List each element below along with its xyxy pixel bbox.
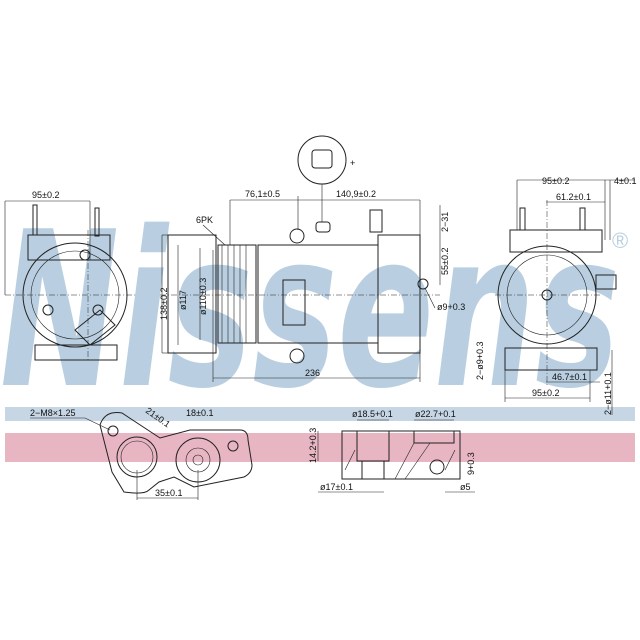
port-thread-dim: 2−31 xyxy=(440,212,450,232)
bore-c-dim: ø17±0.1 xyxy=(320,482,353,492)
front-offset-dim: 76,1±0.5 xyxy=(245,189,280,199)
pulley-diameter-dim: ø117 xyxy=(178,290,188,310)
overall-length-dim: 236 xyxy=(305,368,320,378)
pink-band xyxy=(5,433,635,462)
belt-type-label: 6PK xyxy=(196,215,213,225)
tab-thickness-dim: 4±0.1 xyxy=(614,176,636,186)
flange-view xyxy=(30,412,253,500)
right-bottom-width-dim: 95±0.2 xyxy=(532,388,559,398)
blue-band xyxy=(5,407,635,421)
port-offset-dim: 55±0.2 xyxy=(440,248,450,275)
small-holes-dim: 2−ø9+0.3 xyxy=(475,341,485,380)
bore-b-dim: ø22.7+0.1 xyxy=(415,409,456,419)
section-view xyxy=(317,419,475,493)
mount-hole-dim: ø9+0.3 xyxy=(437,302,465,312)
flange-thread-label: 2−M8×1.25 xyxy=(30,408,76,418)
rear-offset-dim: 140,9±0.2 xyxy=(336,189,376,199)
side-compressor-view xyxy=(160,196,441,382)
top-offset-dim: 61.2±0.1 xyxy=(556,192,591,202)
bore-d-dim: ø5 xyxy=(460,482,471,492)
left-compressor-view xyxy=(4,200,135,361)
right-compressor-view xyxy=(495,179,635,415)
clutch-diameter-dim: ø110±0.3 xyxy=(198,278,208,315)
depth-b-dim: 9+0.3 xyxy=(466,452,476,475)
flange-dim-b: 18±0.1 xyxy=(186,408,213,418)
depth-dim: 14.2+0.3 xyxy=(308,428,318,463)
connector-polarity: + xyxy=(350,158,355,168)
height-dim: 138±0.2 xyxy=(159,288,169,320)
left-width-dim: 95±0.2 xyxy=(32,190,59,200)
registered-mark: ® xyxy=(612,228,628,253)
right-top-width-dim: 95±0.2 xyxy=(542,176,569,186)
flange-spacing-dim: 35±0.1 xyxy=(155,488,182,498)
large-holes-dim: 2−ø11+0.1 xyxy=(603,372,613,415)
connector-detail xyxy=(297,135,347,233)
bore-a-dim: ø18.5+0.1 xyxy=(352,409,393,419)
bottom-offset-dim: 46.7±0.1 xyxy=(552,372,587,382)
